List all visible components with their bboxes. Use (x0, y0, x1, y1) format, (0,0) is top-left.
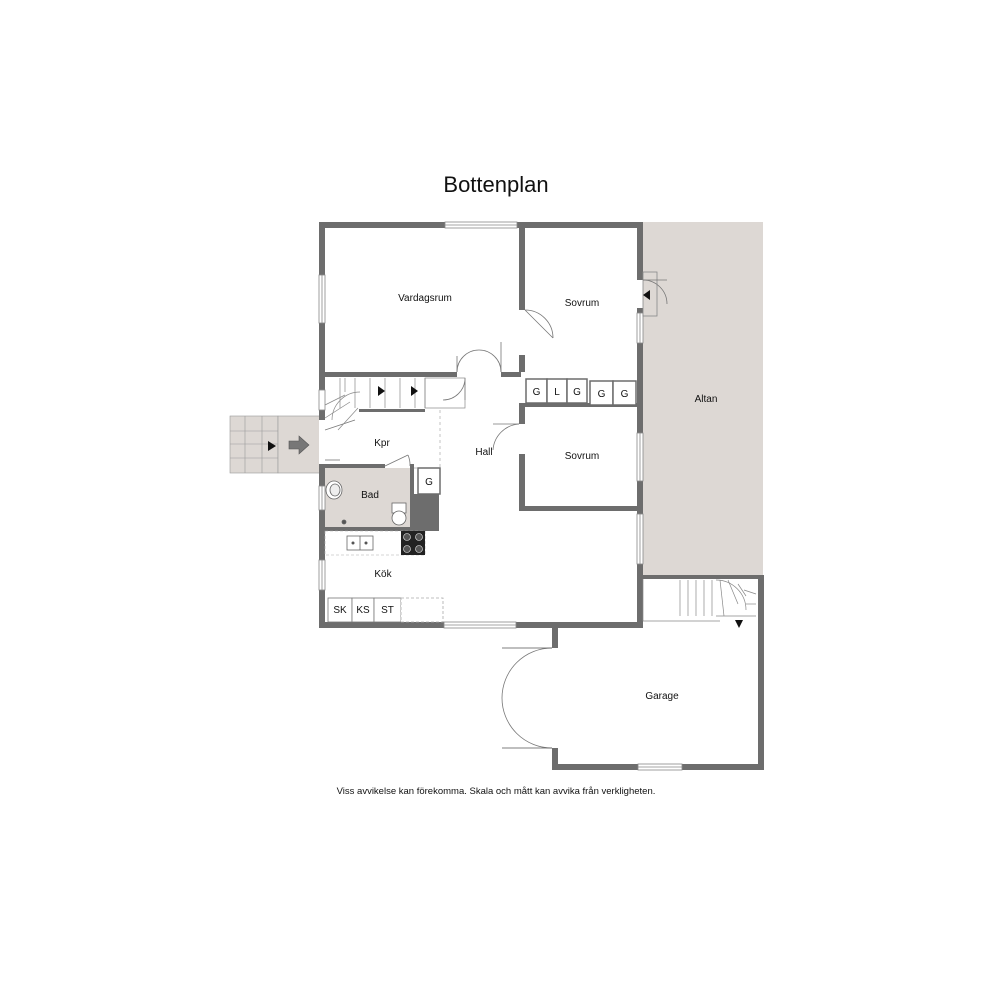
room-label-kok: Kök (374, 569, 392, 580)
hall-stairs (324, 377, 466, 431)
appliance-label: ST (381, 605, 394, 616)
garage-stairs (642, 579, 758, 622)
plan-title: Bottenplan (443, 172, 549, 197)
stair-arrow-icon (378, 386, 385, 396)
bathroom-fixtures (325, 480, 407, 526)
room-label-sovrum: Sovrum (565, 451, 599, 462)
room-label-bad: Bad (361, 490, 379, 501)
windows (318, 221, 683, 771)
room-label-kpr: Kpr (374, 438, 390, 449)
balcony-arrow-icon (643, 290, 650, 300)
bath-shower-wall (413, 494, 439, 531)
appliance-label: SK (333, 605, 347, 616)
entrance-steps (229, 415, 321, 474)
room-label-sovrum: Sovrum (565, 298, 599, 309)
kitchen-counter (324, 530, 426, 556)
entrance-arrow-icon (268, 441, 276, 451)
room-label-garage: Garage (645, 691, 679, 702)
room-label-hall: Hall (475, 447, 492, 458)
dashed-partitions (414, 410, 441, 469)
closet-label: G (573, 387, 581, 398)
closet-row (417, 378, 637, 495)
closet-label: G (425, 477, 433, 488)
appliance-row (327, 597, 444, 623)
closet-label: G (621, 389, 629, 400)
closet-label: G (533, 387, 541, 398)
altan-area (641, 222, 763, 577)
appliance-label: KS (356, 605, 370, 616)
stair-arrow-icon (411, 386, 418, 396)
closet-label: G (598, 389, 606, 400)
disclaimer-text: Viss avvikelse kan förekomma. Skala och … (336, 786, 656, 797)
room-label-vardagsrum: Vardagsrum (398, 293, 452, 304)
room-label-altan: Altan (695, 394, 718, 405)
garage-stair-arrow-icon (735, 620, 743, 628)
closet-label: L (554, 387, 560, 398)
